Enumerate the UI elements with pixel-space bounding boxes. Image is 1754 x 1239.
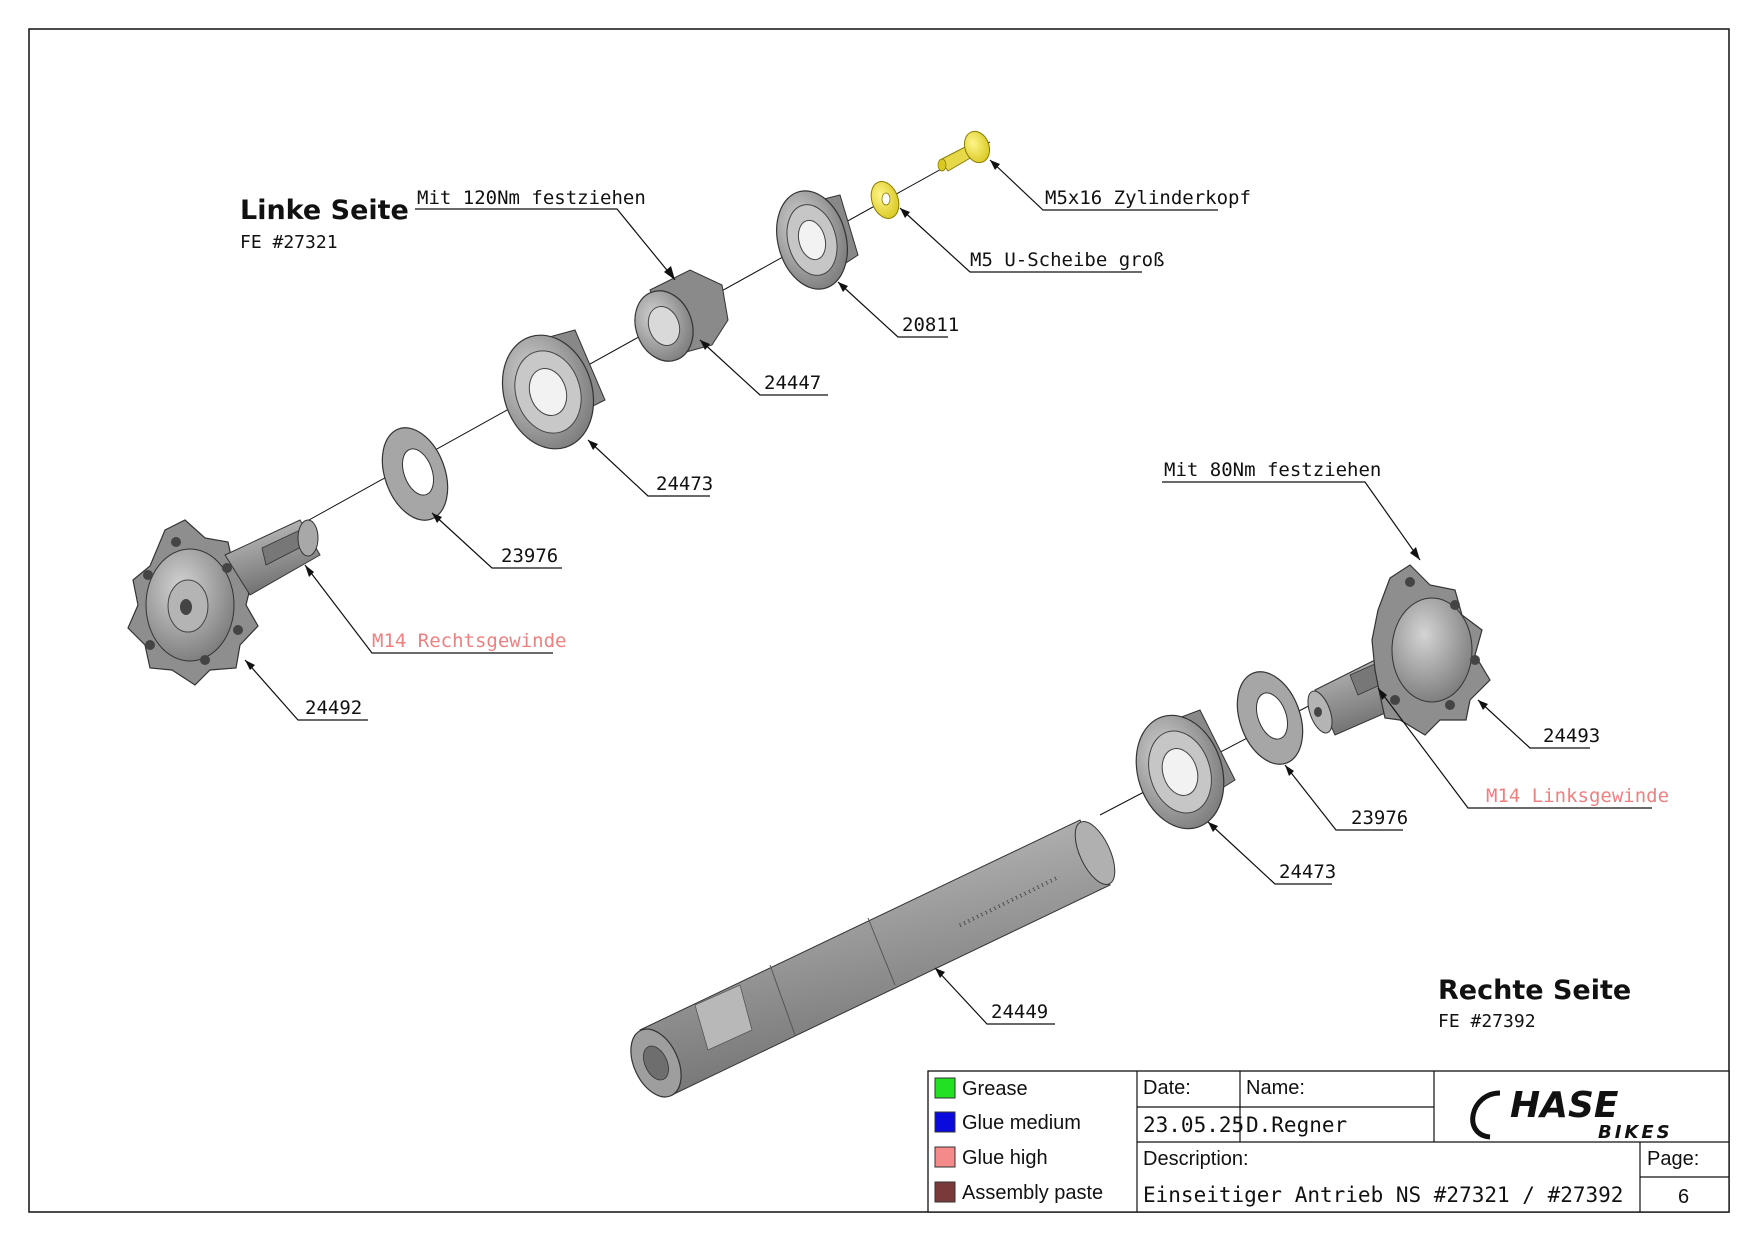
callout-flange-24493: 24493 <box>1543 725 1600 747</box>
callout-flange-24492: 24492 <box>305 697 362 719</box>
callout-bearing-20811: 20811 <box>902 314 959 336</box>
nut-24447 <box>634 269 729 362</box>
hase-bikes-logo: HASE BIKES <box>1470 1085 1673 1143</box>
washer-23976-right <box>1236 671 1304 765</box>
callout-bearing-24473-left: 24473 <box>656 473 713 495</box>
washer-23976-left <box>381 427 449 521</box>
legend-swatch-assembly-paste <box>934 1181 956 1203</box>
bearing-20811 <box>776 190 859 290</box>
right-side-title: Rechte Seite <box>1438 975 1631 1006</box>
callout-torque-right: Mit 80Nm festziehen <box>1164 459 1381 481</box>
legend-label-glue-high: Glue high <box>962 1147 1048 1169</box>
legend-swatch-glue-medium <box>934 1111 956 1133</box>
callout-washer-23976-left: 23976 <box>501 545 558 567</box>
legend-swatch-grease <box>934 1077 956 1099</box>
legend-label-glue-medium: Glue medium <box>962 1112 1081 1134</box>
svg-text:HASE: HASE <box>1510 1085 1619 1126</box>
sheet-border <box>28 28 1730 1213</box>
flange-24492 <box>127 519 321 686</box>
callout-thread-right: M14 Linksgewinde <box>1486 785 1669 807</box>
callout-thread-left: M14 Rechtsgewinde <box>372 630 566 652</box>
legend-label-grease: Grease <box>962 1078 1028 1100</box>
callout-axle-24449: 24449 <box>991 1001 1048 1023</box>
legend-label-assembly-paste: Assembly paste <box>962 1182 1103 1204</box>
page-value: 6 <box>1678 1186 1689 1208</box>
callout-washer-23976-right: 23976 <box>1351 807 1408 829</box>
callout-screw: M5x16 Zylinderkopf <box>1045 187 1251 209</box>
callout-bearing-24473-right: 24473 <box>1279 861 1336 883</box>
description-label: Description: <box>1143 1148 1249 1170</box>
date-value: 23.05.25 <box>1143 1113 1244 1137</box>
bearing-24473-left <box>501 329 606 450</box>
flange-24493 <box>1307 564 1491 736</box>
callout-torque-left: Mit 120Nm festziehen <box>417 187 646 209</box>
left-side-fe: FE #27321 <box>240 232 338 253</box>
callout-nut-24447: 24447 <box>764 372 821 394</box>
screw-m5x16 <box>937 130 991 172</box>
callout-washer-m5: M5 U-Scheibe groß <box>970 249 1164 271</box>
name-label: Name: <box>1246 1077 1305 1099</box>
washer-m5 <box>870 181 900 219</box>
svg-text:BIKES: BIKES <box>1598 1122 1673 1143</box>
right-side-fe: FE #27392 <box>1438 1011 1536 1032</box>
title-block <box>927 1070 1730 1213</box>
name-value: D.Regner <box>1246 1113 1347 1137</box>
bearing-24473-right <box>1135 709 1236 830</box>
left-side-title: Linke Seite <box>240 195 409 226</box>
legend-swatch-glue-high <box>934 1146 956 1168</box>
date-label: Date: <box>1143 1077 1191 1099</box>
axle-24449: ᴵᴵᴵᴵᴵᴵᴵᴵᴵᴵᴵᴵᴵᴵᴵᴵᴵᴵᴵᴵᴵᴵᴵ <box>630 819 1116 1098</box>
page-label: Page: <box>1647 1148 1699 1170</box>
description-value: Einseitiger Antrieb NS #27321 / #27392 <box>1143 1183 1623 1207</box>
